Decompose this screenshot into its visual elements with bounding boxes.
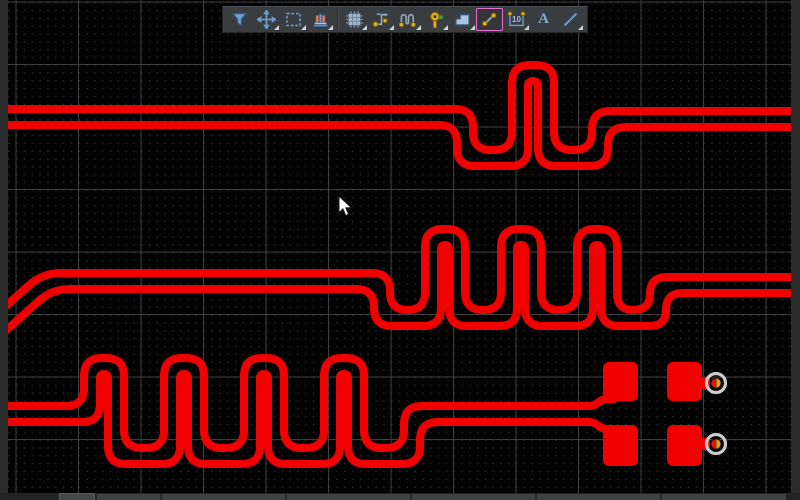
- text-tool-glyph: A: [538, 11, 549, 27]
- component-pedestal-icon: [313, 13, 328, 27]
- scrollbar-segment-divider: [660, 494, 662, 500]
- ic-chip-icon: [346, 11, 363, 28]
- tool-line[interactable]: [557, 8, 584, 31]
- scrollbar-segment-divider: [410, 494, 412, 500]
- via-target-2[interactable]: [704, 432, 728, 456]
- route-path-icon: [372, 13, 389, 28]
- via-key-icon: [430, 11, 443, 29]
- scrollbar-segment-divider: [160, 494, 162, 500]
- bottom-edge-strip: [0, 493, 800, 500]
- selection-rect-icon: [286, 12, 301, 27]
- scrollbar-thumb[interactable]: [59, 493, 95, 500]
- tool-move[interactable]: [253, 8, 280, 31]
- floating-toolbar: 10 A: [222, 6, 588, 33]
- mid-pair-trace-b[interactable]: [0, 240, 791, 345]
- line-icon: [563, 12, 578, 27]
- left-edge-strip: [0, 0, 8, 500]
- tool-place-track[interactable]: [476, 8, 503, 31]
- tool-length-tune[interactable]: [395, 8, 422, 31]
- filter-icon: [231, 12, 248, 27]
- top-pair-trace-a[interactable]: [8, 61, 791, 154]
- tool-filter[interactable]: [226, 8, 253, 31]
- scrollbar-segment-divider: [535, 494, 537, 500]
- via-target-1[interactable]: [704, 371, 728, 395]
- top-pair-trace-b[interactable]: [8, 76, 791, 170]
- dimension-bracket-icon: [507, 11, 526, 27]
- tool-interactive-route[interactable]: [368, 8, 395, 31]
- pad-1[interactable]: [603, 362, 638, 401]
- track-segment-icon: [482, 12, 497, 27]
- tool-text[interactable]: A: [530, 8, 557, 31]
- meander-icon: [399, 13, 416, 28]
- pad-3[interactable]: [667, 362, 702, 401]
- right-edge-strip: [791, 0, 800, 500]
- tool-dimension[interactable]: 10: [503, 8, 530, 31]
- tool-place-via[interactable]: [422, 8, 449, 31]
- polygon-pour-icon: [455, 14, 470, 26]
- bottom-pair-trace-b[interactable]: [8, 369, 616, 468]
- tool-area-select[interactable]: [280, 8, 307, 31]
- toolbar-separator: [334, 8, 341, 31]
- mid-pair-trace-a[interactable]: [0, 225, 791, 320]
- bottom-pair-trace-a[interactable]: [8, 354, 616, 452]
- scrollbar-segment-divider: [285, 494, 287, 500]
- tool-place-component[interactable]: [307, 8, 334, 31]
- tool-place-ic[interactable]: [341, 8, 368, 31]
- tool-polygon-pour[interactable]: [449, 8, 476, 31]
- dimension-value-glyph: 10: [512, 15, 521, 24]
- scrollbar-track[interactable]: [97, 494, 786, 500]
- pad-2[interactable]: [603, 425, 638, 466]
- pad-4[interactable]: [667, 425, 702, 466]
- move-crosshair-icon: [257, 10, 276, 29]
